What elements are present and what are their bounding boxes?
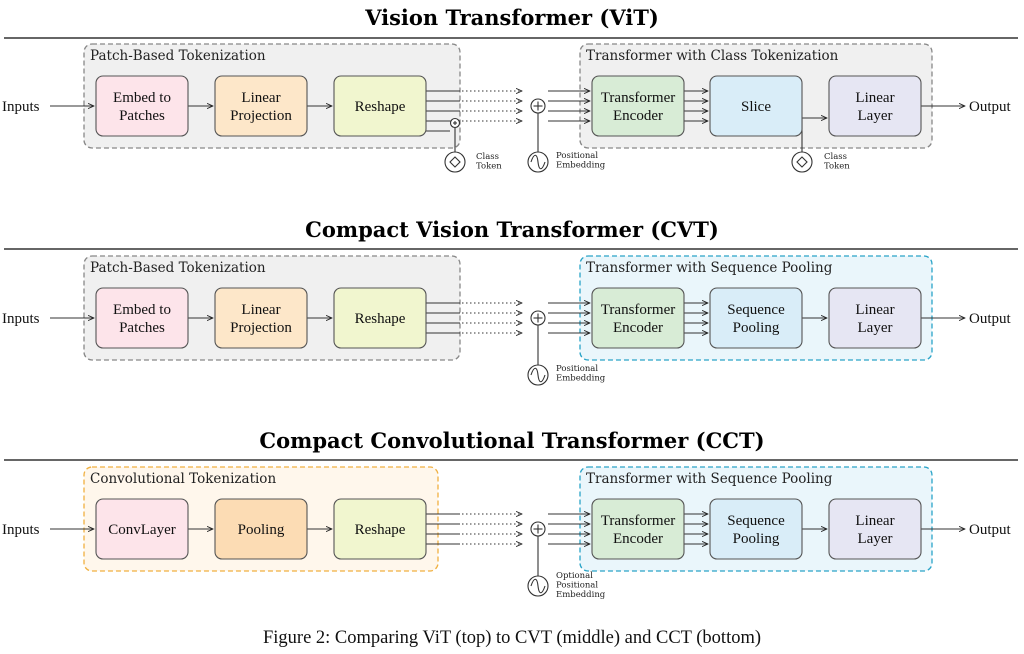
figure-caption: Figure 2: Comparing ViT (top) to CVT (mi… (263, 628, 761, 648)
vit-block-linear-label-line-1: Linear (855, 90, 894, 106)
vit-class-token-icon-1 (444, 151, 466, 173)
cct-positional-label-line-2: Positional (556, 581, 598, 591)
vit-class-token-label-1-line-2: Token (476, 162, 502, 172)
cvt-block-5-label-line-1: Sequence (727, 302, 785, 318)
cct-positional-label-line-3: Embedding (556, 590, 606, 600)
cct-block-linear (828, 498, 922, 560)
vit-block-1 (95, 75, 189, 137)
cct-positional-label-line-1: Optional (556, 571, 593, 581)
cct-block-5 (709, 498, 803, 560)
cct-title: Compact Convolutional Transformer (CCT) (259, 428, 764, 453)
vit-group-tokenization-label: Patch-Based Tokenization (90, 48, 266, 64)
vit-block-encoder (591, 75, 685, 137)
cvt-block-2 (214, 287, 308, 349)
cvt-block-3-label-line-1: Reshape (355, 311, 406, 327)
cvt-block-1-label-line-2: Patches (119, 320, 165, 336)
vit-block-2-label-line-1: Linear (241, 90, 280, 106)
cvt-block-encoder (591, 287, 685, 349)
cvt-positional-icon-wave (530, 367, 546, 383)
vit-group-transformer-label: Transformer with Class Tokenization (586, 48, 839, 64)
vit-inputs-label: Inputs (2, 99, 40, 115)
cvt-block-2-label-line-1: Linear (241, 302, 280, 318)
vit-block-3-label-line-1: Reshape (355, 99, 406, 115)
vit-class-token-icon-2-diamond (796, 156, 808, 168)
vit-block-linear (828, 75, 922, 137)
cct-block-2 (214, 498, 308, 560)
cct-block-linear-label-line-1: Linear (855, 513, 894, 529)
vit-title: Vision Transformer (ViT) (364, 5, 659, 30)
cct-group-tokenization-label: Convolutional Tokenization (90, 471, 276, 487)
cvt-positional-label-line-1: Positional (556, 364, 598, 374)
cvt-group-tokenization-label: Patch-Based Tokenization (90, 260, 266, 276)
cvt-block-encoder-label-line-2: Encoder (613, 320, 663, 336)
vit-block-5-label-line-1: Slice (741, 99, 771, 115)
cct-block-encoder-label-line-2: Encoder (613, 531, 663, 547)
vit-block-2-label-line-2: Projection (230, 108, 292, 124)
cvt-block-linear (828, 287, 922, 349)
cct-block-1 (95, 498, 189, 560)
vit-positional-label-line-1: Positional (556, 151, 598, 161)
vit-class-token-label-1-line-1: Class (476, 152, 499, 162)
vit-block-encoder-label-line-2: Encoder (613, 108, 663, 124)
cvt-output-label: Output (969, 311, 1012, 327)
vit-block-1-label-line-1: Embed to (113, 90, 171, 106)
vit-block-5 (709, 75, 803, 137)
cct-block-linear-label-line-2: Layer (858, 531, 893, 547)
vit-class-token-icon-2 (791, 151, 813, 173)
vit-class-token-icon-1-diamond (449, 156, 461, 168)
cct-group-transformer-label: Transformer with Sequence Pooling (586, 471, 833, 487)
cvt-block-1-label-line-1: Embed to (113, 302, 171, 318)
cct-block-5-label-line-1: Sequence (727, 513, 785, 529)
cct-block-1-label-line-1: ConvLayer (108, 522, 175, 538)
cvt-block-linear-label-line-1: Linear (855, 302, 894, 318)
cvt-block-1 (95, 287, 189, 349)
cvt-block-3 (333, 287, 427, 349)
vit-block-1-label-line-2: Patches (119, 108, 165, 124)
cct-block-encoder (591, 498, 685, 560)
cvt-title: Compact Vision Transformer (CVT) (305, 217, 719, 242)
vit-block-encoder-label-line-1: Transformer (601, 90, 675, 106)
vit-class-token-label-2-line-1: Class (824, 152, 847, 162)
cct-block-3 (333, 498, 427, 560)
cct-inputs-label: Inputs (2, 522, 40, 538)
cct-block-5-label-line-2: Pooling (733, 531, 780, 547)
cvt-block-2-label-line-2: Projection (230, 320, 292, 336)
vit-positional-label-line-2: Embedding (556, 161, 606, 171)
cct-block-2-label-line-1: Pooling (238, 522, 285, 538)
cvt-block-linear-label-line-2: Layer (858, 320, 893, 336)
cct-positional-icon-wave (530, 578, 546, 594)
vit-output-label: Output (969, 99, 1012, 115)
vit-block-linear-label-line-2: Layer (858, 108, 893, 124)
vit-class-token-label-2-line-2: Token (824, 162, 850, 172)
cct-block-encoder-label-line-1: Transformer (601, 513, 675, 529)
cct-block-3-label-line-1: Reshape (355, 522, 406, 538)
cvt-inputs-label: Inputs (2, 311, 40, 327)
vit-block-3 (333, 75, 427, 137)
cvt-block-5 (709, 287, 803, 349)
cvt-block-encoder-label-line-1: Transformer (601, 302, 675, 318)
cvt-group-transformer-label: Transformer with Sequence Pooling (586, 260, 833, 276)
vit-positional-icon-wave (530, 154, 546, 170)
cvt-positional-label-line-2: Embedding (556, 374, 606, 384)
cct-output-label: Output (969, 522, 1012, 538)
cvt-block-5-label-line-2: Pooling (733, 320, 780, 336)
vit-block-2 (214, 75, 308, 137)
